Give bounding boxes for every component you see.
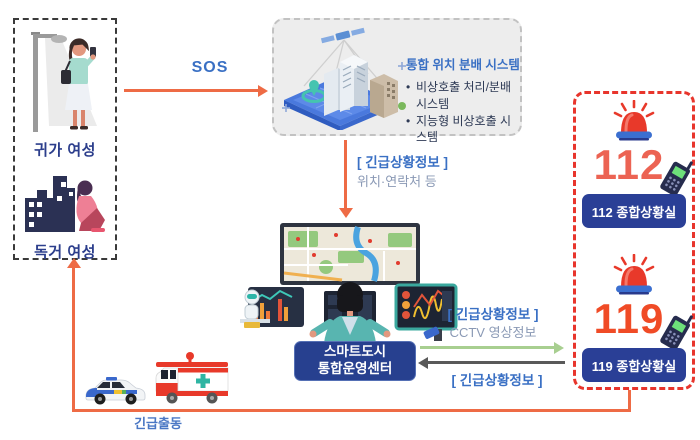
siren-icon xyxy=(611,253,657,301)
sos-label: SOS xyxy=(191,59,229,76)
gray-arrow-head xyxy=(418,356,428,369)
room-112-button: 112 종합상황실 xyxy=(582,194,686,228)
dispatch-arrow-head xyxy=(66,258,81,268)
dispatch-path-down xyxy=(628,390,631,411)
situation-rooms-box: 112 112 종합상황실 xyxy=(573,91,695,390)
location-system-bullet-1: • 비상호출 처리/분배 시스템 xyxy=(406,79,520,113)
emergency-info-detail: 위치·연락처 등 xyxy=(357,174,437,189)
room-119-button: 119 종합상황실 xyxy=(582,348,686,382)
down-arrow-head xyxy=(338,208,353,218)
bullet-icon: • xyxy=(406,80,411,94)
returning-woman-label: 귀가 여성 xyxy=(34,142,96,159)
cell-phone-icon xyxy=(654,307,698,358)
sos-arrow-line xyxy=(124,89,260,92)
green-arrow-line xyxy=(420,346,555,349)
police-car xyxy=(85,377,146,405)
bullet-text: 비상호출 처리/분배 시스템 xyxy=(416,80,511,111)
location-distribution-box: 통합 위치 분배 시스템 • 비상호출 처리/분배 시스템 • 지능형 비상호출… xyxy=(272,18,522,144)
location-system-title: 통합 위치 분배 시스템 xyxy=(406,58,520,72)
location-system-bullet-2: • 지능형 비상호출 시스템 xyxy=(406,113,520,147)
ambulance xyxy=(155,352,229,404)
bullet-icon: • xyxy=(406,113,411,128)
gray-arrow-line xyxy=(428,361,565,364)
cctv-info-detail: CCTV 영상정보 xyxy=(449,325,537,340)
control-center-name-line1: 스마트도시 xyxy=(323,344,387,360)
cctv-info-tag: [ 긴급상황정보 ] xyxy=(447,307,539,322)
dispatch-path-horizontal xyxy=(72,409,631,412)
bullet-text: 지능형 비상호출 시스템 xyxy=(416,113,511,145)
emergency-info-tag: [ 긴급상황정보 ] xyxy=(357,155,449,170)
woman-streetlight-illustration xyxy=(19,24,111,139)
cell-phone-icon xyxy=(654,153,698,204)
control-center-label: 스마트도시 통합운영센터 xyxy=(294,341,416,381)
down-arrow-line xyxy=(344,140,347,208)
green-arrow-head xyxy=(554,341,564,354)
smart-city-satellite-illustration xyxy=(276,24,410,135)
living-alone-woman-label: 독거 여성 xyxy=(34,244,96,261)
emergency-vehicles-illustration xyxy=(84,350,238,412)
number-119: 119 xyxy=(593,295,665,342)
siren-icon xyxy=(611,99,657,147)
citizen-group-box: 귀가 여성 독거 여성 xyxy=(13,18,117,261)
control-center-name-line2: 통합운영센터 xyxy=(317,361,393,376)
sos-arrow-head xyxy=(258,84,268,97)
dispatch-path-up xyxy=(72,267,75,410)
woman-alone-buildings-illustration xyxy=(21,168,109,241)
number-112: 112 xyxy=(593,141,665,188)
control-center-illustration xyxy=(238,221,462,348)
dispatch-label: 긴급출동 xyxy=(134,416,182,431)
return-info-tag: [ 긴급상황정보 ] xyxy=(451,373,543,388)
